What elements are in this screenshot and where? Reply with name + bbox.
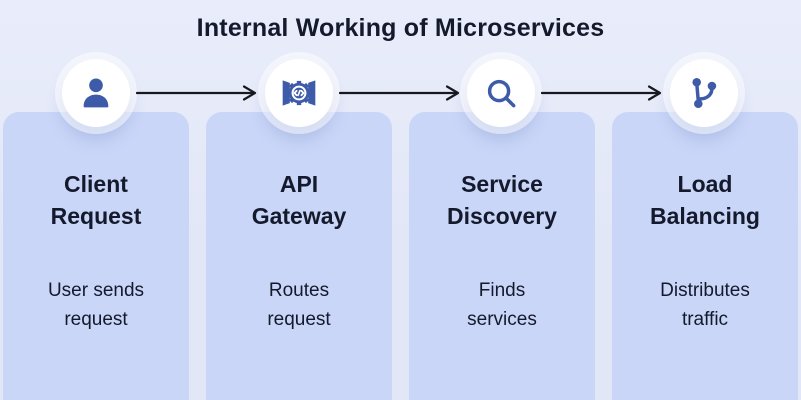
arrow-right-icon	[540, 84, 665, 102]
git-branch-icon	[685, 74, 723, 112]
step-title: API Gateway	[251, 171, 347, 229]
search-icon	[482, 74, 520, 112]
step-card-load-balancing: Load Balancing Distributes traffic	[612, 112, 798, 400]
step-subtitle: Routes request	[267, 280, 331, 330]
step-icon-circle	[670, 59, 738, 127]
step-title: Client Request	[50, 171, 142, 229]
step-subtitle: Finds services	[467, 280, 537, 330]
step-title: Load Balancing	[650, 171, 760, 229]
step-card-service-discovery: Service Discovery Finds services	[409, 112, 595, 400]
user-icon	[76, 73, 116, 113]
step-icon-circle	[467, 59, 535, 127]
step-subtitle: Distributes traffic	[660, 280, 750, 330]
api-gateway-icon	[277, 71, 321, 115]
step-title: Service Discovery	[447, 171, 557, 229]
diagram-title: Internal Working of Microservices	[196, 14, 605, 42]
step-card-client-request: Client Request User sends request	[3, 112, 189, 400]
step-icon-circle	[265, 59, 333, 127]
arrow-right-icon	[338, 84, 463, 102]
step-subtitle: User sends request	[47, 280, 145, 330]
step-icon-circle	[62, 59, 130, 127]
arrow-right-icon	[135, 84, 260, 102]
step-card-api-gateway: API Gateway Routes request	[206, 112, 392, 400]
